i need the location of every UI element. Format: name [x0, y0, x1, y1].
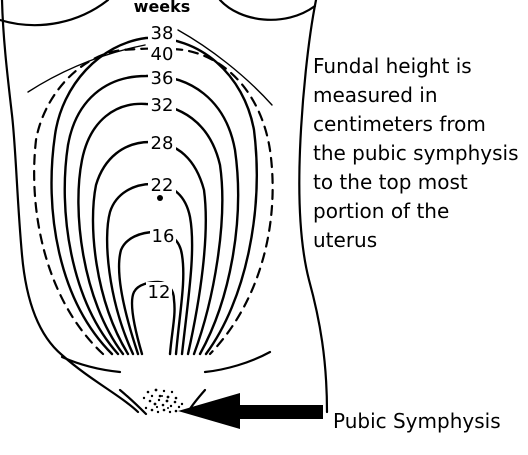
contour-32 — [77, 102, 224, 356]
left-breast-outline — [0, 0, 110, 27]
week-label-28: 28 — [151, 133, 174, 154]
week-label-12: 12 — [148, 282, 171, 303]
week-label-38: 38 — [151, 23, 174, 44]
week-label-32: 32 — [151, 95, 174, 116]
pubic-hair-shading — [142, 388, 184, 414]
week-labels: weeks 38 40 36 32 28 22 16 12 — [134, 0, 194, 303]
arrow-shaft — [228, 405, 323, 419]
contour-28 — [91, 140, 207, 356]
contour-38 — [50, 36, 258, 356]
torso-left-outline — [0, 0, 140, 414]
pubic-symphysis-arrow — [178, 393, 323, 429]
right-breast-outline — [218, 0, 317, 21]
description-line: to the top most — [313, 170, 468, 194]
weeks-header: weeks — [134, 0, 191, 16]
week-label-22: 22 — [151, 175, 174, 196]
contour-36 — [63, 74, 240, 356]
week-label-40: 40 — [151, 44, 174, 65]
description-line: the pubic symphysis — [313, 141, 519, 165]
fundal-height-description: Fundal height is measured in centimeters… — [313, 52, 528, 255]
description-line: centimeters from — [313, 112, 486, 136]
torso-right-outline — [298, 0, 329, 414]
description-line: measured in — [313, 83, 438, 107]
description-line: portion of the — [313, 199, 450, 223]
description-line: uterus — [313, 228, 378, 252]
week-label-36: 36 — [151, 68, 174, 89]
arrowhead — [178, 393, 240, 429]
lower-belly-right — [203, 350, 272, 374]
fundus-dot — [157, 195, 163, 201]
lower-belly-left — [60, 355, 122, 374]
rib-line-right — [177, 29, 273, 106]
description-line: Fundal height is — [313, 54, 472, 78]
pubic-symphysis-label: Pubic Symphysis — [333, 409, 501, 433]
groin-left — [118, 388, 148, 416]
week-label-16: 16 — [152, 226, 175, 247]
